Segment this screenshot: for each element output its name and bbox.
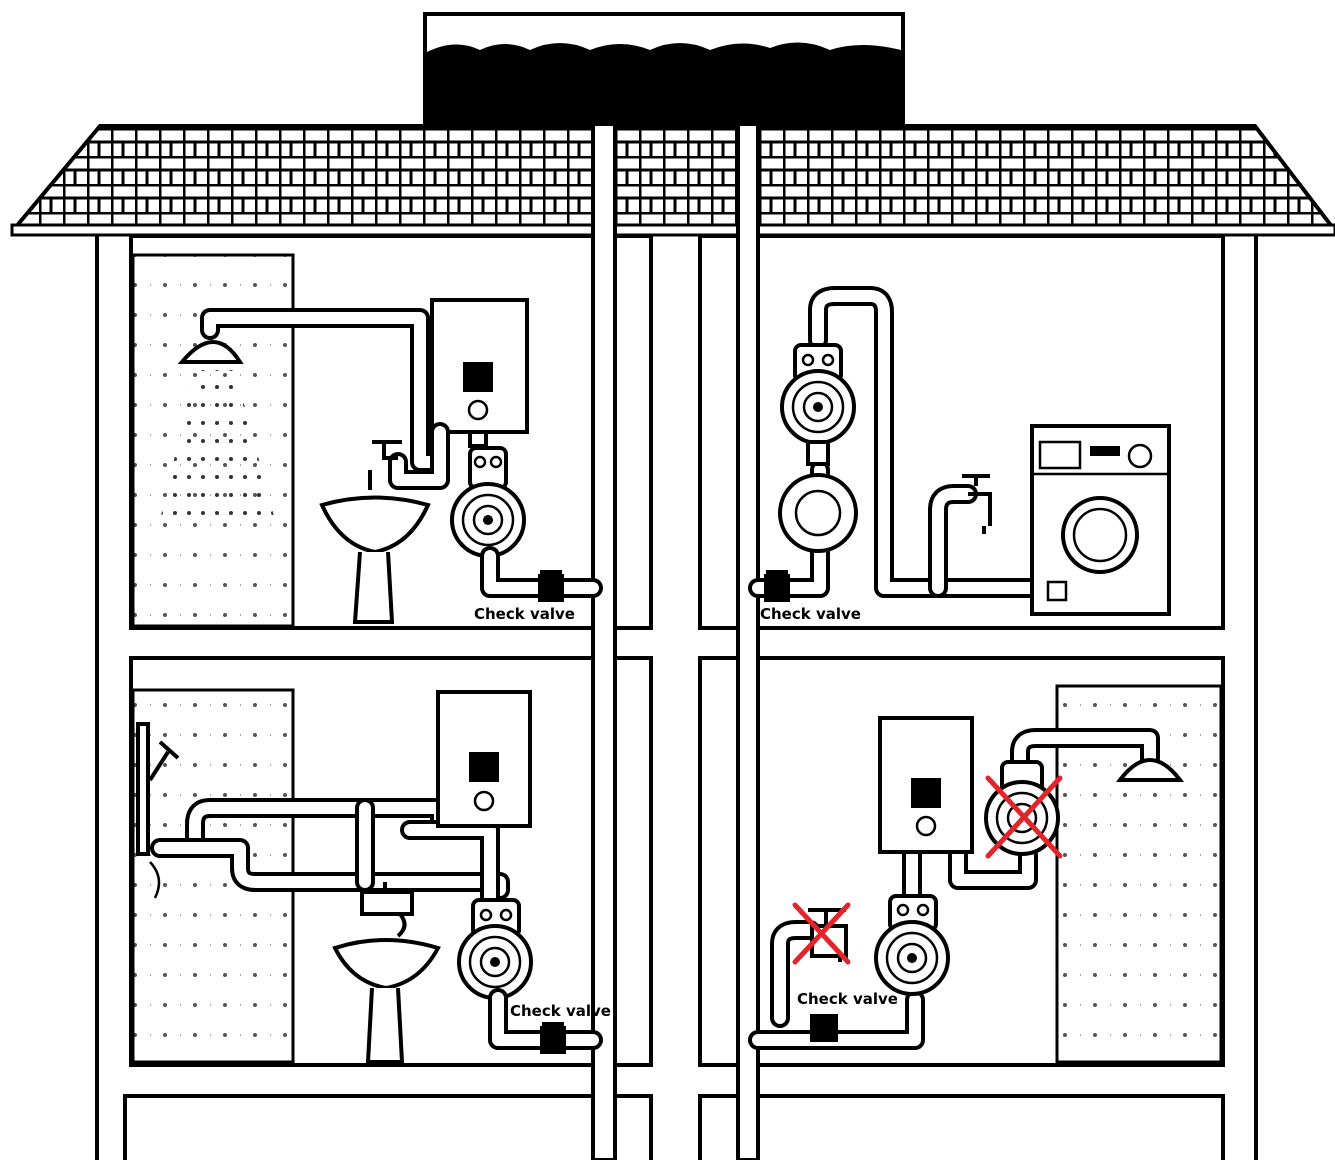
room-lower-right: Check valve	[758, 686, 1221, 1062]
room-upper-right: Check valve	[758, 296, 1169, 623]
check-valve-label: Check valve	[797, 990, 898, 1008]
pressure-pump	[459, 900, 531, 998]
room-lower-left: Check valve	[133, 690, 611, 1062]
check-valve-label: Check valve	[474, 605, 575, 623]
check-valve	[764, 574, 790, 602]
pressure-pump	[876, 896, 948, 994]
room-upper-left: Check valve	[133, 255, 593, 626]
basin-icon	[322, 498, 428, 553]
check-valve-label: Check valve	[760, 605, 861, 623]
water-heater	[438, 692, 530, 826]
pressure-pump	[452, 448, 524, 556]
roof	[12, 126, 1335, 235]
pressure-pump-upper	[782, 345, 854, 443]
check-valve	[810, 1014, 838, 1042]
water-tank	[425, 14, 903, 124]
water-heater	[880, 718, 972, 852]
washing-machine-icon	[1032, 426, 1169, 614]
check-valve	[540, 1026, 566, 1054]
main-riser-pipes	[593, 124, 758, 1160]
check-valve	[538, 574, 564, 602]
pump-volute-lower	[780, 475, 856, 551]
basin-icon	[335, 940, 438, 988]
check-valve-label: Check valve	[510, 1002, 611, 1020]
water-heater	[432, 300, 527, 446]
